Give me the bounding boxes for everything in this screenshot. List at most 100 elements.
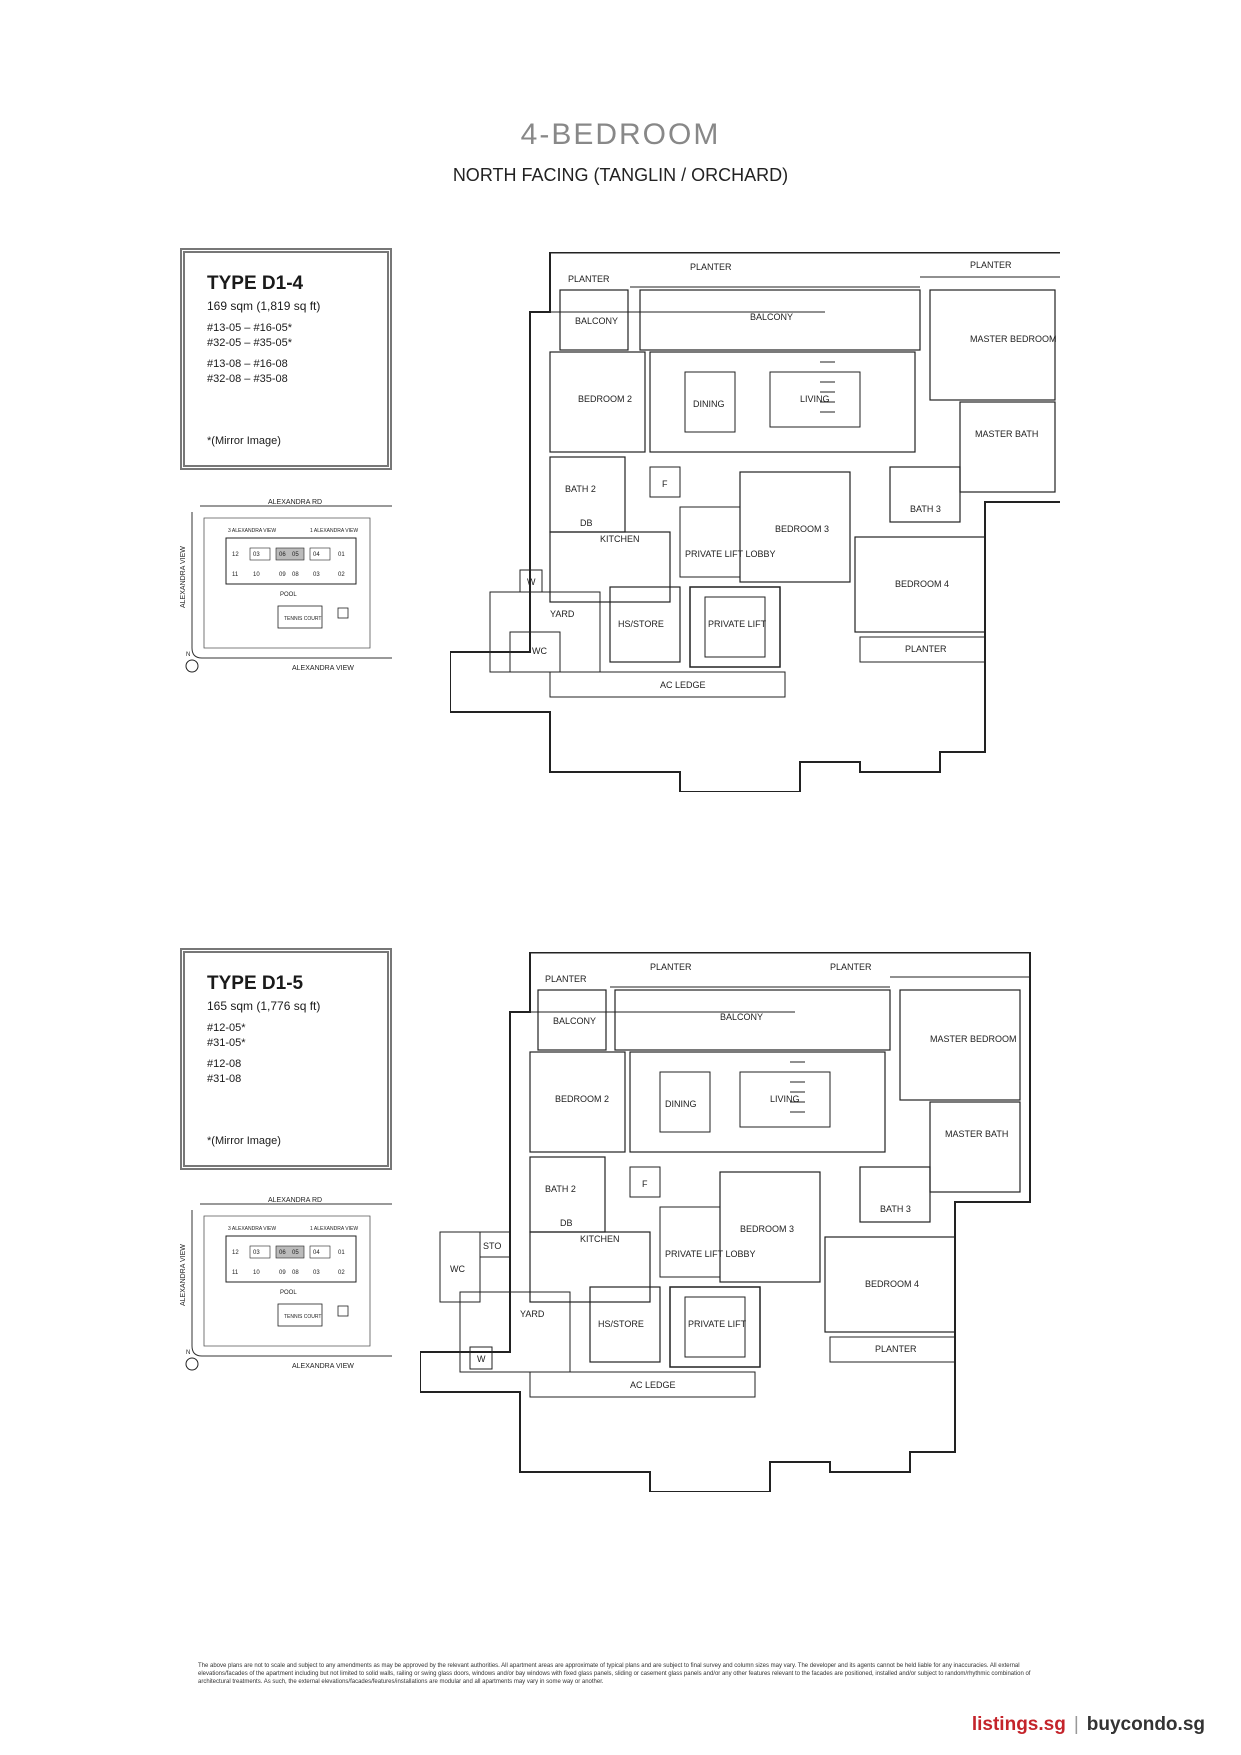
block-label: 1 ALEXANDRA VIEW bbox=[310, 528, 358, 534]
room-label: MASTER BEDROOM bbox=[930, 1034, 1017, 1044]
mirror-note: *(Mirror Image) bbox=[207, 1135, 281, 1147]
room-label: F bbox=[642, 1179, 648, 1189]
room-label: WC bbox=[450, 1264, 465, 1274]
room-label: BEDROOM 4 bbox=[895, 579, 949, 589]
room-label: F bbox=[662, 479, 668, 489]
unit-number: 06 bbox=[279, 1250, 286, 1256]
disclaimer-text: The above plans are not to scale and sub… bbox=[198, 1663, 1031, 1685]
room-label: PLANTER bbox=[568, 274, 610, 284]
road-label: ALEXANDRA VIEW bbox=[180, 546, 187, 608]
type-size: 169 sqm (1,819 sq ft) bbox=[207, 299, 321, 313]
type-info-box: TYPE D1-5 165 sqm (1,776 sq ft) #12-05* … bbox=[180, 948, 392, 1170]
unit-number: 03 bbox=[313, 1270, 320, 1276]
road-label: ALEXANDRA VIEW bbox=[180, 1244, 187, 1306]
room-label: BEDROOM 3 bbox=[740, 1224, 794, 1234]
unit-number: 05 bbox=[292, 552, 299, 558]
room-label: AC LEDGE bbox=[630, 1380, 676, 1390]
room-label: PLANTER bbox=[830, 962, 872, 972]
unit-number: 12 bbox=[232, 1250, 239, 1256]
room-label: PLANTER bbox=[970, 260, 1012, 270]
brand-link[interactable]: listings.sg bbox=[971, 1714, 1066, 1735]
unit-number: 04 bbox=[313, 1250, 320, 1256]
room-label: WC bbox=[532, 646, 547, 656]
unit-number: 05 bbox=[292, 1250, 299, 1256]
room-label: DB bbox=[580, 518, 593, 528]
unit-range: #31-05* bbox=[207, 1037, 246, 1049]
unit-range: #13-08 – #16-08 bbox=[207, 358, 288, 370]
room-label: BALCONY bbox=[750, 312, 793, 322]
unit-number: 06 bbox=[279, 552, 286, 558]
unit-number: 04 bbox=[313, 552, 320, 558]
room-label: DINING bbox=[665, 1099, 697, 1109]
unit-range: #12-08 bbox=[207, 1058, 242, 1070]
unit-number: 12 bbox=[232, 552, 239, 558]
brand-separator: | bbox=[1073, 1714, 1079, 1735]
unit-number: 01 bbox=[338, 552, 345, 558]
unit-range: #31-08 bbox=[207, 1073, 242, 1085]
room-label: YARD bbox=[550, 609, 575, 619]
room-label: BATH 2 bbox=[565, 484, 596, 494]
room-label: PRIVATE LIFT bbox=[708, 619, 767, 629]
room-label: PLANTER bbox=[875, 1344, 917, 1354]
room-label: DINING bbox=[693, 399, 725, 409]
road-label: ALEXANDRA VIEW bbox=[292, 665, 354, 672]
room-label: BEDROOM 2 bbox=[555, 1094, 609, 1104]
site-plan: ALEXANDRA RD ALEXANDRA VIEW ALEXANDRA VI… bbox=[180, 498, 400, 674]
page-subtitle: NORTH FACING (TANGLIN / ORCHARD) bbox=[452, 165, 789, 185]
page-title: 4-BEDROOM bbox=[520, 118, 721, 151]
footer-brand: listings.sg | buycondo.sg bbox=[972, 1714, 1205, 1736]
room-label: W bbox=[477, 1354, 486, 1364]
room-label: MASTER BEDROOM bbox=[970, 334, 1057, 344]
room-label: HS/STORE bbox=[618, 619, 664, 629]
floor-plan-drawing: PLANTER PLANTER PLANTER BALCONY BALCONY … bbox=[449, 250, 1066, 793]
brand-link[interactable]: buycondo.sg bbox=[1086, 1714, 1205, 1735]
room-label: BATH 3 bbox=[880, 1204, 911, 1214]
room-label: BALCONY bbox=[575, 316, 618, 326]
room-label: LIVING bbox=[800, 394, 830, 404]
block-label: 3 ALEXANDRA VIEW bbox=[228, 1226, 276, 1232]
room-label: AC LEDGE bbox=[660, 680, 706, 690]
room-label: W bbox=[527, 577, 536, 587]
room-label: BATH 2 bbox=[545, 1184, 576, 1194]
floor-plan-drawing: PLANTER PLANTER PLANTER BALCONY BALCONY … bbox=[419, 950, 1031, 1493]
room-label: DB bbox=[560, 1218, 573, 1228]
room-label: PLANTER bbox=[650, 962, 692, 972]
unit-number: 02 bbox=[338, 1270, 345, 1276]
north-label: N bbox=[186, 652, 190, 658]
unit-number: 03 bbox=[253, 1250, 260, 1256]
north-label: N bbox=[186, 1350, 190, 1356]
room-label: BALCONY bbox=[553, 1016, 596, 1026]
room-label: PLANTER bbox=[545, 974, 587, 984]
unit-number: 10 bbox=[253, 572, 260, 578]
block-label: 1 ALEXANDRA VIEW bbox=[310, 1226, 358, 1232]
room-label: YARD bbox=[520, 1309, 545, 1319]
room-label: KITCHEN bbox=[580, 1234, 620, 1244]
room-label: BEDROOM 3 bbox=[775, 524, 829, 534]
room-label: LIVING bbox=[770, 1094, 800, 1104]
unit-number: 03 bbox=[253, 552, 260, 558]
road-label: ALEXANDRA RD bbox=[268, 1197, 322, 1204]
room-label: BATH 3 bbox=[910, 504, 941, 514]
site-plan: ALEXANDRA RD ALEXANDRA VIEW ALEXANDRA VI… bbox=[180, 1196, 400, 1372]
room-label: PLANTER bbox=[905, 644, 947, 654]
pool-label: POOL bbox=[280, 592, 297, 598]
unit-number: 02 bbox=[338, 572, 345, 578]
type-info-box: TYPE D1-4 169 sqm (1,819 sq ft) #13-05 –… bbox=[180, 248, 392, 470]
unit-range: #32-05 – #35-05* bbox=[207, 337, 293, 349]
site-plan-drawing: ALEXANDRA RD ALEXANDRA VIEW ALEXANDRA VI… bbox=[180, 499, 392, 673]
site-plan-drawing: ALEXANDRA RD ALEXANDRA VIEW ALEXANDRA VI… bbox=[180, 1197, 392, 1371]
room-label: STO bbox=[483, 1241, 501, 1251]
unit-number: 10 bbox=[253, 1270, 260, 1276]
unit-number: 09 bbox=[279, 1270, 286, 1276]
room-label: BEDROOM 2 bbox=[578, 394, 632, 404]
room-label: BEDROOM 4 bbox=[865, 1279, 919, 1289]
room-label: BALCONY bbox=[720, 1012, 763, 1022]
road-label: ALEXANDRA RD bbox=[268, 499, 322, 506]
room-label: HS/STORE bbox=[598, 1319, 644, 1329]
unit-number: 08 bbox=[292, 1270, 299, 1276]
type-size: 165 sqm (1,776 sq ft) bbox=[207, 999, 321, 1013]
block-label: 3 ALEXANDRA VIEW bbox=[228, 528, 276, 534]
room-label: MASTER BATH bbox=[975, 429, 1038, 439]
type-name: TYPE D1-5 bbox=[207, 973, 304, 994]
unit-number: 08 bbox=[292, 572, 299, 578]
